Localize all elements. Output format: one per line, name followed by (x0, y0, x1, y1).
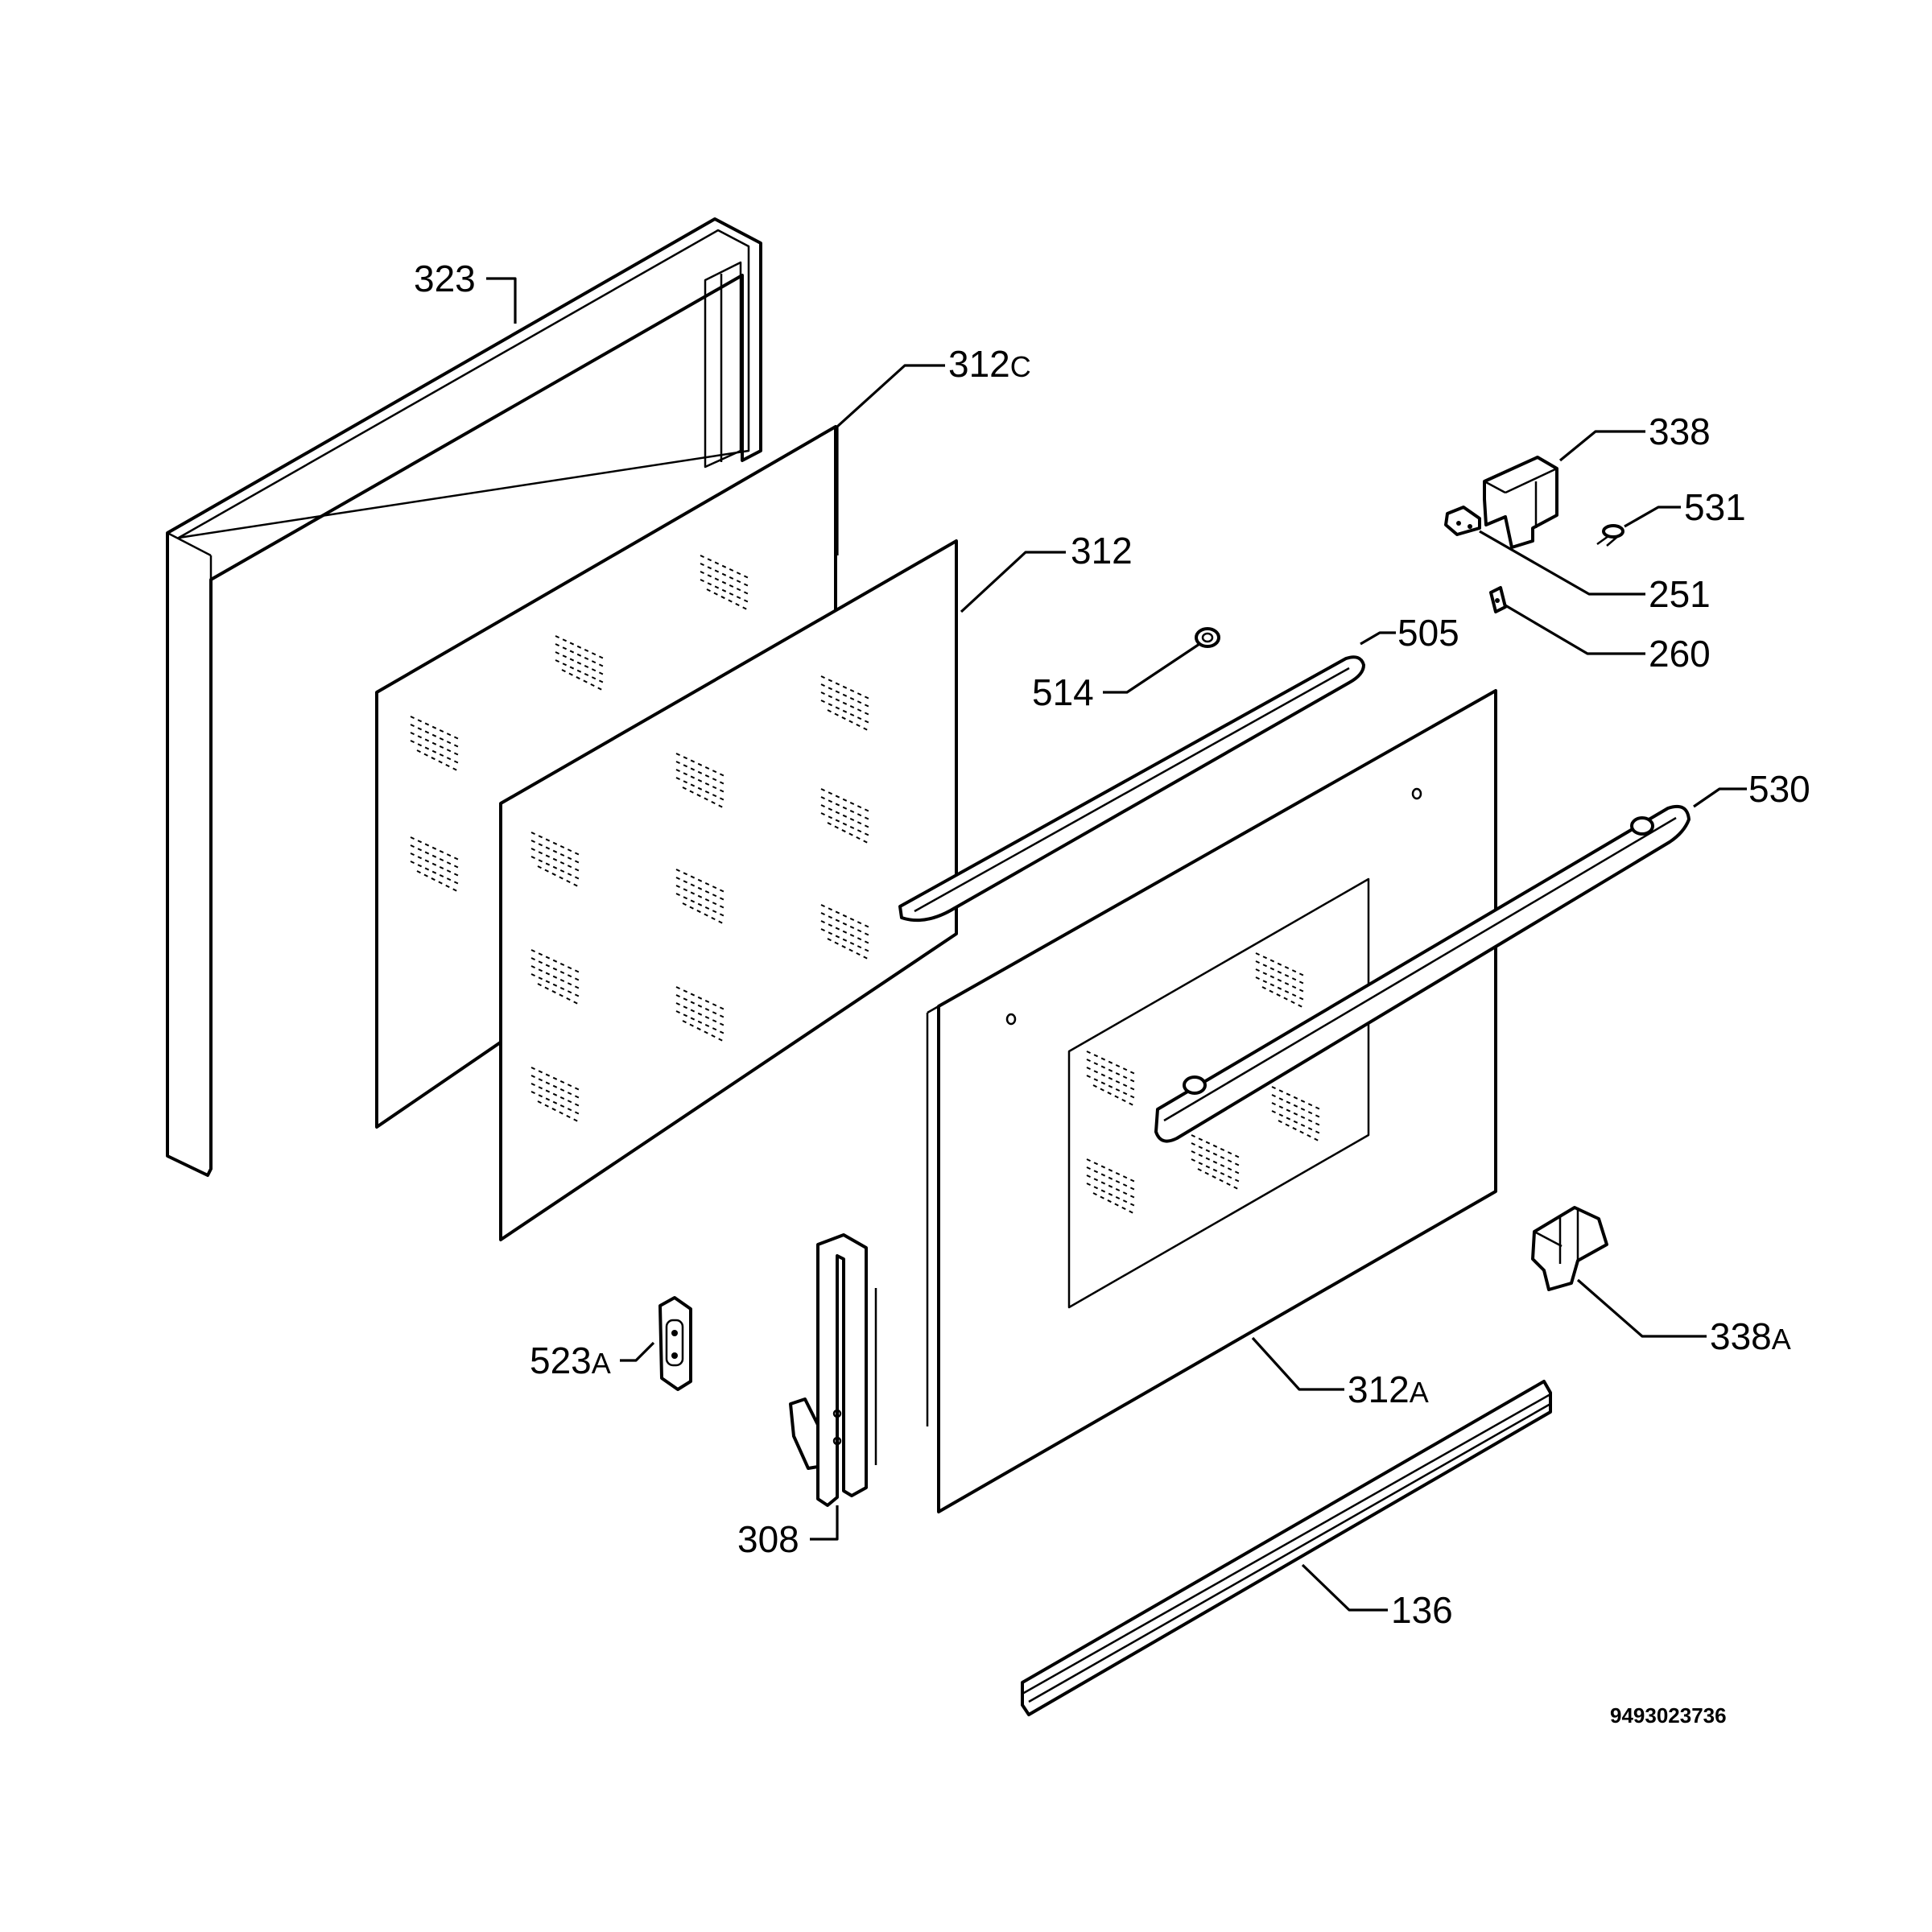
part-523a-latch (658, 1296, 692, 1391)
callout-523a: 523A (530, 1340, 611, 1381)
part-338-hinge-cover (1483, 456, 1558, 549)
part-338a-hinge-cover (1531, 1206, 1608, 1291)
callout-260: 260 (1649, 633, 1711, 675)
callout-308: 308 (737, 1518, 799, 1560)
part-530-handle (1154, 804, 1690, 1143)
callout-323: 323 (414, 258, 476, 299)
leader-308 (810, 1505, 839, 1541)
leader-505 (1360, 631, 1396, 646)
leader-323 (486, 277, 517, 324)
part-514-nut (1195, 627, 1220, 648)
part-323-door-frame (166, 217, 762, 1177)
leader-312a (1251, 1336, 1344, 1391)
part-260-bracket (1489, 586, 1507, 613)
leader-312c (836, 364, 945, 555)
part-531-screw (1596, 524, 1624, 547)
part-505-upper-profile (898, 655, 1365, 923)
callout-136: 136 (1391, 1589, 1453, 1631)
part-308-hinge (789, 1233, 877, 1507)
leader-136 (1301, 1563, 1388, 1612)
leader-523a (620, 1341, 655, 1362)
part-136-trim-strip (1021, 1380, 1552, 1716)
leader-530 (1693, 787, 1747, 808)
callout-251: 251 (1649, 573, 1711, 615)
callout-312c: 312C (948, 343, 1031, 385)
leader-260 (1505, 604, 1645, 655)
part-312-middle-glass (499, 539, 958, 1241)
leader-338a (1576, 1278, 1707, 1338)
leader-312 (960, 551, 1066, 613)
part-251-clip (1444, 506, 1481, 536)
leader-531 (1624, 506, 1681, 528)
callout-312: 312 (1071, 530, 1133, 572)
callout-labels: 323 312C 312 338 531 251 260 505 514 530… (414, 258, 1810, 1631)
document-number: 9493023736 (1610, 1703, 1727, 1728)
leader-lines (486, 277, 1747, 1612)
callout-312a: 312A (1348, 1368, 1429, 1410)
leader-514 (1103, 642, 1200, 694)
callout-505: 505 (1397, 612, 1459, 654)
leader-251 (1479, 530, 1645, 596)
callout-338a: 338A (1710, 1315, 1791, 1357)
callout-514: 514 (1032, 671, 1094, 713)
callout-531: 531 (1684, 486, 1746, 528)
callout-338: 338 (1649, 411, 1711, 452)
leader-338 (1558, 430, 1645, 462)
callout-530: 530 (1748, 768, 1810, 810)
